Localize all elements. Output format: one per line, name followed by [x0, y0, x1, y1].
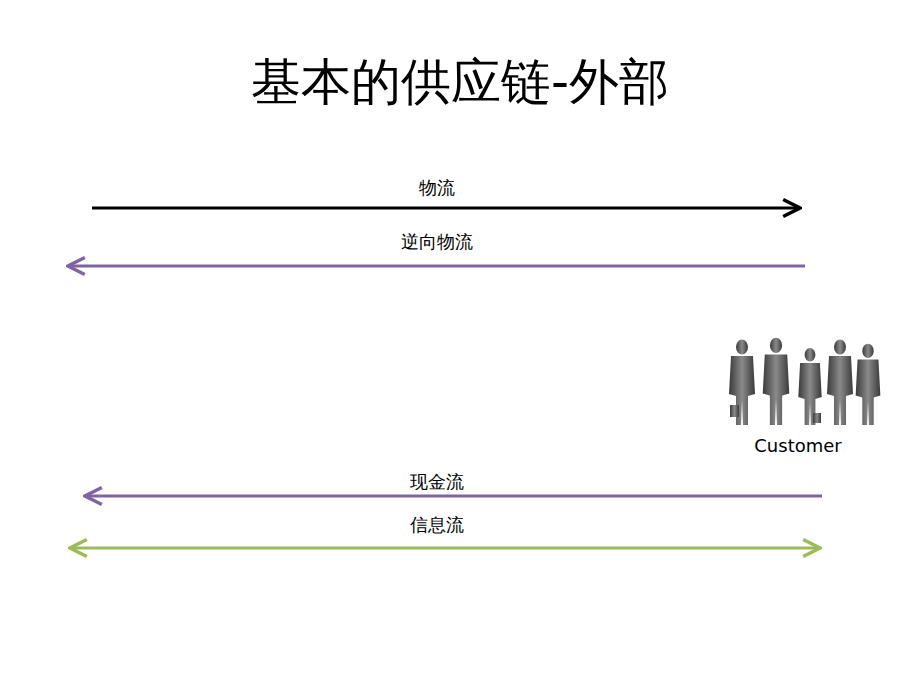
slide-title: 基本的供应链-外部 [251, 52, 669, 112]
flow-label: Customer [754, 435, 841, 457]
cash-flow-arrow [85, 495, 822, 498]
flow-label: 现金流 [410, 471, 464, 493]
info-flow-arrow [70, 547, 820, 550]
reverse-flow-arrow [68, 265, 805, 268]
customer-silhouettes [729, 338, 880, 425]
flow-label: 物流 [419, 177, 455, 199]
material-flow-arrow [92, 207, 800, 210]
flow-label: 逆向物流 [401, 231, 473, 253]
flow-label: 信息流 [410, 514, 464, 536]
